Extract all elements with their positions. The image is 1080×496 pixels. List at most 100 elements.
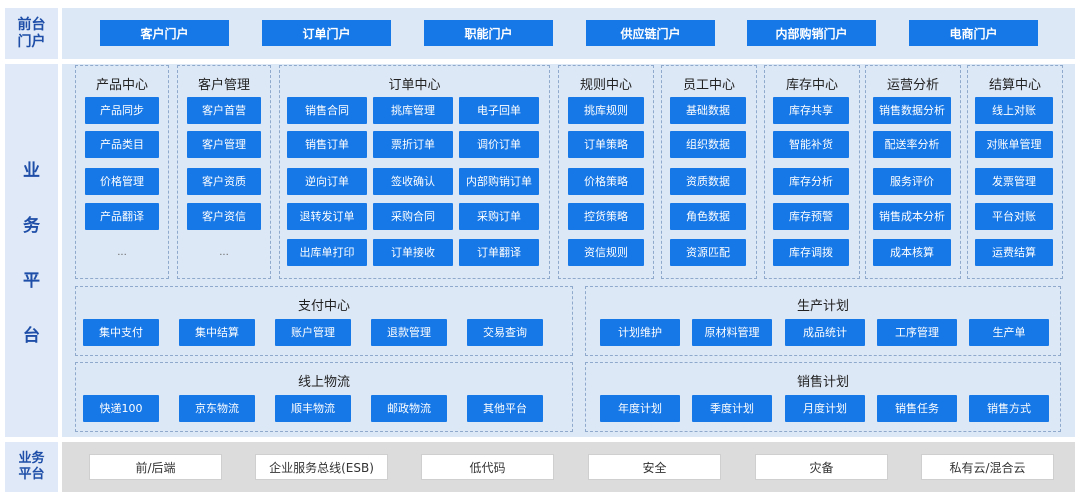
section-title: 销售计划 — [796, 375, 849, 390]
feature-button[interactable]: 资信规则 — [568, 239, 644, 266]
feature-button[interactable]: 邮政物流 — [371, 395, 447, 422]
portal-button[interactable]: 职能门户 — [424, 20, 553, 46]
feature-button[interactable]: 订单翻译 — [459, 239, 539, 266]
feature-button[interactable]: 配送率分析 — [873, 131, 951, 158]
bottom-row — [62, 442, 1075, 492]
feature-button[interactable]: 控货策略 — [568, 203, 644, 230]
feature-button[interactable]: 交易查询 — [467, 319, 543, 346]
portal-button[interactable]: 供应链门户 — [586, 20, 715, 46]
feature-button[interactable]: 产品类目 — [85, 131, 159, 158]
business-label-char: 平 — [23, 270, 40, 291]
feature-button[interactable]: 客户首营 — [187, 97, 261, 124]
section-rules — [558, 65, 654, 279]
feature-button[interactable]: 对账单管理 — [975, 131, 1053, 158]
feature-button[interactable]: 线上对账 — [975, 97, 1053, 124]
infrastructure-item: 私有云/混合云 — [921, 454, 1054, 480]
section-ops — [865, 65, 961, 279]
front-portal-label: 前台 门户 — [5, 8, 58, 59]
feature-button[interactable]: 销售合同 — [287, 97, 367, 124]
feature-button[interactable]: 销售成本分析 — [873, 203, 951, 230]
feature-button[interactable]: 价格策略 — [568, 168, 644, 195]
feature-button[interactable]: 快递100 — [83, 395, 159, 422]
feature-button[interactable]: 月度计划 — [785, 395, 865, 422]
feature-button[interactable]: 组织数据 — [670, 131, 746, 158]
feature-button[interactable]: 角色数据 — [670, 203, 746, 230]
feature-button[interactable]: 基础数据 — [670, 97, 746, 124]
feature-button[interactable]: 退转发订单 — [287, 203, 367, 230]
feature-button[interactable]: 电子回单 — [459, 97, 539, 124]
business-label-char: 业 — [23, 160, 40, 181]
feature-button[interactable]: 服务评价 — [873, 168, 951, 195]
business-platform-label: 业 务 平 台 — [5, 64, 58, 437]
feature-button[interactable]: 销售方式 — [969, 395, 1049, 422]
section-title: 订单中心 — [388, 78, 441, 93]
feature-button[interactable]: 销售任务 — [877, 395, 957, 422]
section-order — [279, 65, 550, 279]
feature-button[interactable]: 集中结算 — [179, 319, 255, 346]
portal-button[interactable]: 订单门户 — [262, 20, 391, 46]
section-settle — [967, 65, 1063, 279]
feature-button[interactable]: 退款管理 — [371, 319, 447, 346]
feature-button[interactable]: 库存共享 — [773, 97, 849, 124]
feature-button[interactable]: 计划维护 — [600, 319, 680, 346]
feature-button[interactable]: 内部购销订单 — [459, 168, 539, 195]
feature-button[interactable]: 采购合同 — [373, 203, 453, 230]
feature-button[interactable]: 客户管理 — [187, 131, 261, 158]
feature-button[interactable]: 销售订单 — [287, 131, 367, 158]
portal-button[interactable]: 客户门户 — [100, 20, 229, 46]
feature-button[interactable]: 调价订单 — [459, 131, 539, 158]
feature-button[interactable]: 库存预警 — [773, 203, 849, 230]
feature-button[interactable]: 挑库管理 — [373, 97, 453, 124]
feature-button[interactable]: 账户管理 — [275, 319, 351, 346]
feature-button[interactable]: 集中支付 — [83, 319, 159, 346]
portal-button[interactable]: 内部购销门户 — [747, 20, 876, 46]
infrastructure-item: 灾备 — [755, 454, 888, 480]
feature-button[interactable]: 价格管理 — [85, 168, 159, 195]
feature-button[interactable]: 年度计划 — [600, 395, 680, 422]
section-product — [75, 65, 169, 279]
feature-button[interactable]: 订单接收 — [373, 239, 453, 266]
feature-button[interactable]: 资源匹配 — [670, 239, 746, 266]
feature-button[interactable]: 京东物流 — [179, 395, 255, 422]
feature-button[interactable]: 生产单 — [969, 319, 1049, 346]
feature-button[interactable]: 产品翻译 — [85, 203, 159, 230]
section-title: 规则中心 — [579, 78, 632, 93]
portal-button[interactable]: 电商门户 — [909, 20, 1038, 46]
infrastructure-item: 低代码 — [421, 454, 554, 480]
section-staff — [661, 65, 757, 279]
feature-button[interactable]: 采购订单 — [459, 203, 539, 230]
bottom-label: 业务 平台 — [5, 442, 58, 492]
feature-button[interactable]: 资质数据 — [670, 168, 746, 195]
feature-button[interactable]: 库存调拨 — [773, 239, 849, 266]
feature-button[interactable]: 签收确认 — [373, 168, 453, 195]
feature-button[interactable]: 票折订单 — [373, 131, 453, 158]
feature-button[interactable]: 其他平台 — [467, 395, 543, 422]
feature-button[interactable]: 成本核算 — [873, 239, 951, 266]
feature-button[interactable]: 季度计划 — [692, 395, 772, 422]
feature-button[interactable]: 成品统计 — [785, 319, 865, 346]
feature-button[interactable]: 销售数据分析 — [873, 97, 951, 124]
feature-button[interactable]: 挑库规则 — [568, 97, 644, 124]
feature-button[interactable]: 出库单打印 — [287, 239, 367, 266]
feature-button[interactable]: 客户资质 — [187, 168, 261, 195]
infrastructure-item: 企业服务总线(ESB) — [255, 454, 388, 480]
feature-button[interactable]: 产品同步 — [85, 97, 159, 124]
feature-button[interactable]: 顺丰物流 — [275, 395, 351, 422]
section-customer — [177, 65, 271, 279]
feature-button[interactable]: 逆向订单 — [287, 168, 367, 195]
business-label-char: 务 — [23, 215, 40, 236]
feature-button[interactable]: 客户资信 — [187, 203, 261, 230]
feature-button[interactable]: 平台对账 — [975, 203, 1053, 230]
section-title: 运营分析 — [886, 78, 939, 93]
feature-button[interactable]: 智能补货 — [773, 131, 849, 158]
feature-button[interactable]: 发票管理 — [975, 168, 1053, 195]
feature-button[interactable]: 工序管理 — [877, 319, 957, 346]
section-logistics — [75, 362, 573, 432]
feature-button[interactable]: 订单策略 — [568, 131, 644, 158]
section-title: 结算中心 — [988, 78, 1041, 93]
section-title: 库存中心 — [785, 78, 838, 93]
feature-button[interactable]: 原材料管理 — [692, 319, 772, 346]
feature-button[interactable]: 库存分析 — [773, 168, 849, 195]
more-indicator: ... — [117, 247, 127, 258]
feature-button[interactable]: 运费结算 — [975, 239, 1053, 266]
